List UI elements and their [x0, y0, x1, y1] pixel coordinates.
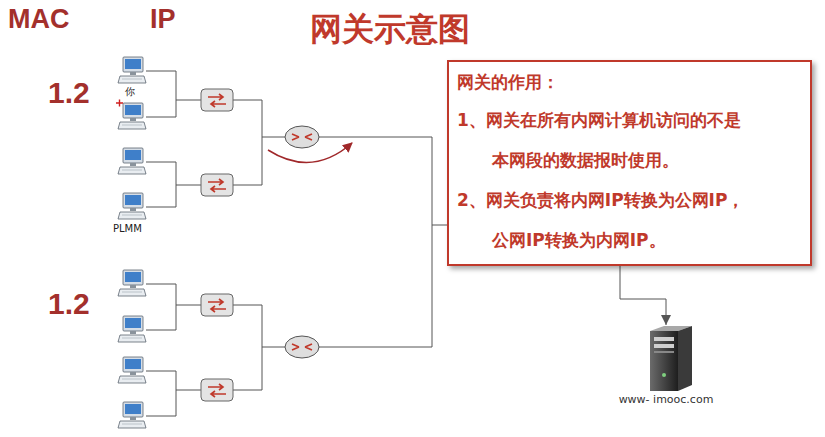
network-wires: [146, 71, 447, 416]
server-node: www- imooc.com: [615, 325, 717, 407]
address-value: 1.2: [48, 76, 90, 111]
box-item: 1、网关在所有内网计算机访问的不是 本网段的数据报时使用。: [457, 100, 802, 180]
computer-icons: [118, 57, 146, 428]
info-callout-box: 网关的作用：1、网关在所有内网计算机访问的不是 本网段的数据报时使用。2、网关负…: [447, 60, 812, 266]
flow-curve-arrow: [268, 143, 352, 162]
connector-arrow: [620, 266, 666, 325]
server-icon: [636, 325, 696, 393]
computer-label: 你: [125, 86, 135, 98]
cursor-mark: [116, 100, 123, 107]
box-heading: 网关的作用：: [457, 64, 802, 100]
address-value: 1.2: [48, 287, 90, 322]
server-caption: www- imooc.com: [615, 393, 717, 407]
computer-label: PLMM: [113, 223, 142, 235]
switch-icons: [201, 89, 233, 401]
diagram-title: 网关示意图: [310, 8, 470, 52]
box-item: 2、网关负责将内网IP转换为公网IP， 公网IP转换为内网IP。: [457, 180, 802, 260]
column-heading: IP: [150, 4, 176, 35]
column-heading: MAC: [8, 4, 70, 35]
